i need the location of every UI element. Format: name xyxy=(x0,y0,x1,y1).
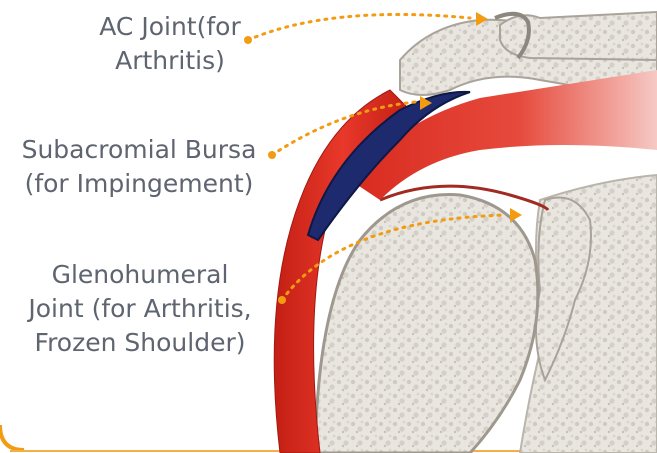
subacromial-label-line1: Subacromial Bursa xyxy=(4,133,274,167)
subacromial-label-line2: (for Impingement) xyxy=(4,167,274,201)
glenohumeral-label-line2: Joint (for Arthritis, xyxy=(2,292,278,326)
subacromial-bursa-label: Subacromial Bursa (for Impingement) xyxy=(4,133,274,201)
glenohumeral-label-line3: Frozen Shoulder) xyxy=(2,326,278,360)
glenohumeral-pointer-dot xyxy=(278,296,286,304)
ac-joint-label: AC Joint(for Arthritis) xyxy=(70,10,270,78)
glenohumeral-joint-label: Glenohumeral Joint (for Arthritis, Froze… xyxy=(2,258,278,360)
ac-joint-label-line2: Arthritis) xyxy=(70,44,270,78)
humerus-bone xyxy=(315,195,538,453)
glenohumeral-label-line1: Glenohumeral xyxy=(2,258,278,292)
frame-border xyxy=(0,425,24,450)
glenohumeral-arrowhead xyxy=(510,208,522,222)
ac-joint-label-line1: AC Joint(for xyxy=(70,10,270,44)
